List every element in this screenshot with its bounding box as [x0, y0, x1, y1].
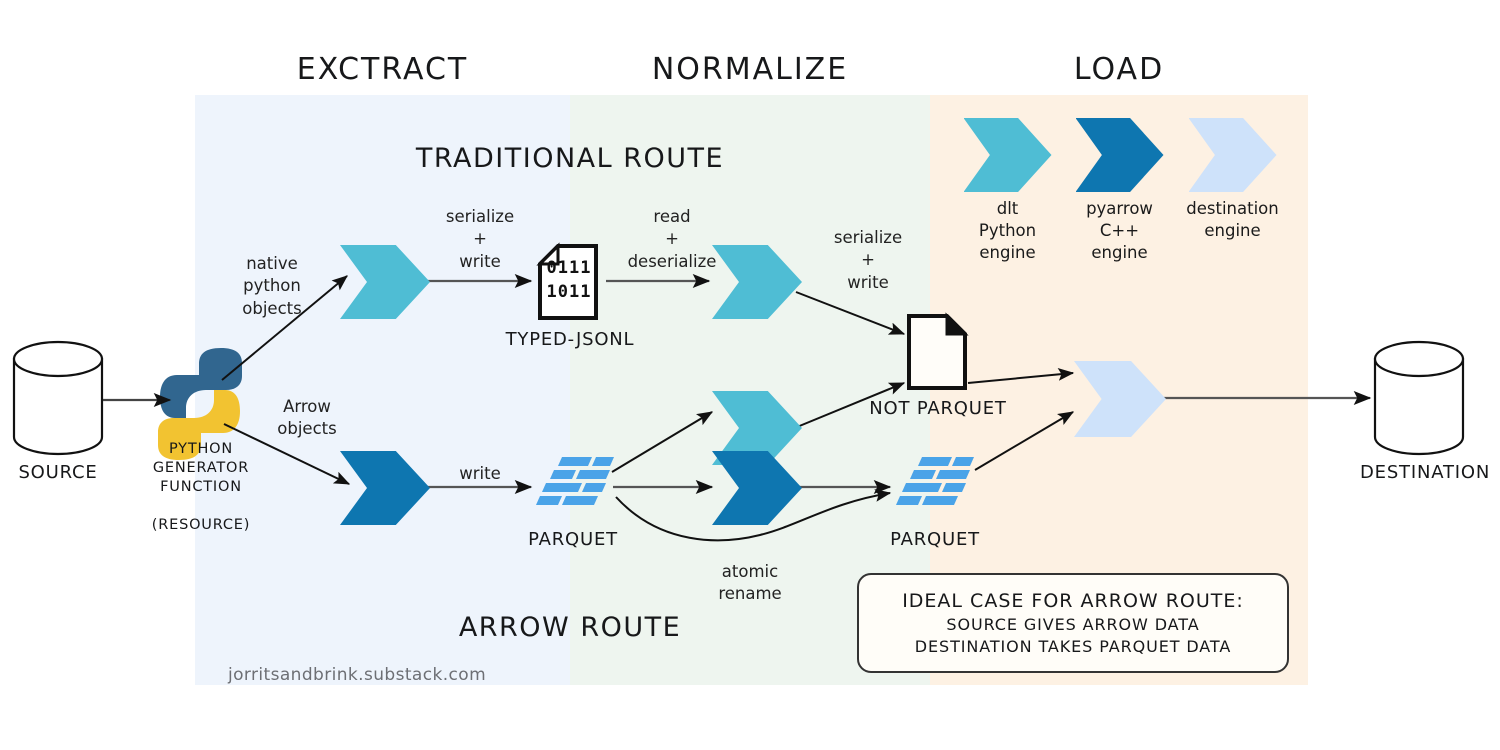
legend-label-destination-2: engine — [1204, 220, 1261, 240]
legend-label-pyarrow-3: engine — [1091, 242, 1148, 262]
phase-band-extract — [195, 95, 570, 685]
edge-label-serialize-write-1: serialize + write — [445, 207, 515, 271]
destination-label: DESTINATION — [1360, 462, 1491, 483]
source-label: SOURCE — [18, 462, 98, 483]
not-parquet-label: NOT PARQUET — [869, 398, 1007, 419]
parquet-label-1: PARQUET — [528, 529, 618, 550]
edge-label-read-deserialize: read + deserialize — [627, 207, 717, 271]
chevron-normalize-traditional — [712, 245, 802, 319]
legend-chevron-pyarrow — [1075, 118, 1164, 192]
legend-label-destination-1: destination — [1186, 199, 1279, 218]
chevron-normalize-arrow-lower — [712, 451, 802, 525]
python-fn-label-3: FUNCTION — [160, 479, 242, 495]
legend-label-pyarrow-1: pyarrow — [1086, 199, 1153, 218]
legend-chevron-dlt — [963, 118, 1052, 192]
callout-line-1: IDEAL CASE FOR ARROW ROUTE: — [902, 590, 1244, 612]
jsonl-binary-text: 0111 1011 — [540, 258, 598, 314]
chevron-extract-traditional — [340, 245, 430, 319]
watermark-link: jorritsandbrink.substack.com — [228, 665, 487, 685]
callout-line-2: SOURCE GIVES ARROW DATA — [946, 615, 1200, 634]
edge-label-write: write — [459, 464, 501, 483]
legend-item-pyarrow: pyarrow C++ engine — [1042, 118, 1197, 263]
edge-label-atomic-rename: atomic rename — [718, 562, 782, 604]
phase-title-extract: EXCTRACT — [296, 52, 469, 87]
route-title-arrow: ARROW ROUTE — [458, 612, 682, 643]
legend-label-pyarrow-2: C++ — [1099, 220, 1140, 240]
legend-label-dlt-1: dlt — [996, 199, 1019, 218]
legend-label-dlt-2: Python — [978, 220, 1037, 240]
legend-chevron-destination — [1188, 118, 1277, 192]
chevron-extract-arrow — [340, 451, 430, 525]
edge-label-native-python-objects: native python objects — [242, 254, 302, 318]
legend-item-destination: destination engine — [1155, 118, 1310, 242]
jsonl-bits-line-1: 0111 — [546, 258, 592, 278]
typed-jsonl-label: TYPED-JSONL — [505, 329, 635, 350]
python-fn-label-1: PYTHON — [168, 441, 234, 457]
chevron-load-destination — [1074, 361, 1166, 437]
edge-label-serialize-write-2: serialize + write — [833, 228, 903, 292]
jsonl-bits-line-2: 1011 — [546, 282, 592, 302]
source-cylinder — [12, 340, 104, 456]
route-title-traditional: TRADITIONAL ROUTE — [415, 143, 725, 174]
python-fn-label-resource: (RESOURCE) — [151, 517, 251, 533]
phase-title-load: LOAD — [1073, 52, 1165, 87]
destination-cylinder — [1373, 340, 1465, 456]
legend-label-dlt-3: engine — [979, 242, 1036, 262]
python-fn-label-2: GENERATOR — [152, 460, 250, 476]
edge-label-arrow-objects: Arrow objects — [277, 397, 337, 439]
callout-line-3: DESTINATION TAKES PARQUET DATA — [914, 637, 1232, 656]
phase-title-normalize: NORMALIZE — [651, 52, 849, 87]
parquet-label-2: PARQUET — [890, 529, 980, 550]
legend-item-dlt: dlt Python engine — [930, 118, 1085, 263]
ideal-case-callout: IDEAL CASE FOR ARROW ROUTE: SOURCE GIVES… — [857, 573, 1289, 673]
